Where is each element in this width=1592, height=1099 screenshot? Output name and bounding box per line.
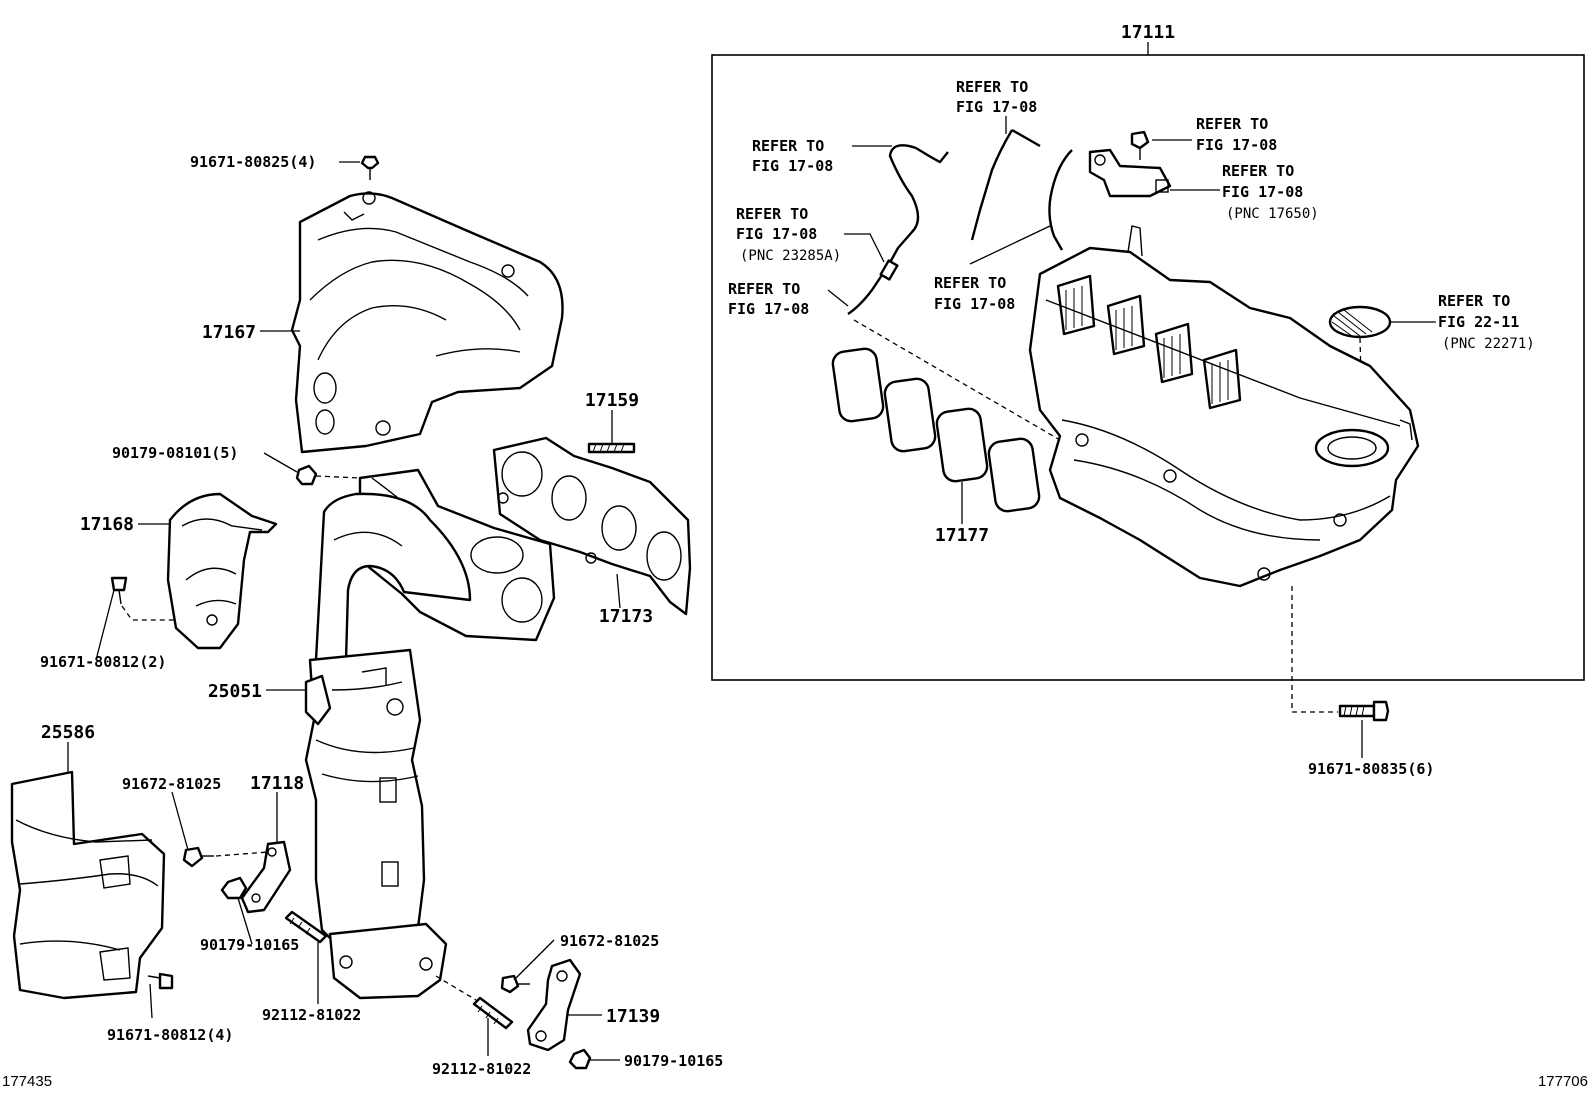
heat-insulator-25586[interactable] xyxy=(10,770,166,1000)
bolt-91671-80835[interactable] xyxy=(1338,700,1390,722)
svg-text:REFER TO: REFER TO xyxy=(934,274,1006,292)
diagram-id-right: 177706 xyxy=(1538,1073,1588,1090)
bolt-91671-80812-4[interactable] xyxy=(147,972,174,990)
svg-text:FIG 17-08: FIG 17-08 xyxy=(956,98,1037,116)
ref-hose-top[interactable]: REFER TO FIG 17-08 xyxy=(956,78,1037,116)
fastener-91672-81025-b[interactable]: 91672-81025 xyxy=(560,932,659,950)
nut-90179-10165-a[interactable] xyxy=(220,876,248,900)
callout-17118[interactable]: 17118 xyxy=(250,773,304,794)
nut-90179-08101[interactable] xyxy=(295,464,318,486)
svg-text:FIG 17-08: FIG 17-08 xyxy=(1222,183,1303,201)
stud-17159[interactable] xyxy=(587,442,636,454)
gasket-17173[interactable] xyxy=(492,436,692,616)
fastener-91671-80812-4[interactable]: 91671-80812(4) xyxy=(107,1026,233,1044)
ref-hose-lower-left[interactable]: REFER TO FIG 17-08 xyxy=(728,280,809,318)
fastener-90179-10165-a[interactable]: 90179-10165 xyxy=(200,936,299,954)
fastener-91671-80825[interactable]: 91671-80825(4) xyxy=(190,153,316,171)
fastener-91671-80812-2[interactable]: 91671-80812(2) xyxy=(40,653,166,671)
bolt-91671-80812-2[interactable] xyxy=(110,576,128,605)
ref-pnc-22271[interactable]: REFER TO FIG 22-11 (PNC 22271) xyxy=(1438,292,1535,352)
svg-text:(PNC 22271): (PNC 22271) xyxy=(1442,336,1535,352)
svg-text:FIG 17-08: FIG 17-08 xyxy=(1196,136,1277,154)
fastener-90179-10165-b[interactable]: 90179-10165 xyxy=(624,1052,723,1070)
svg-text:REFER TO: REFER TO xyxy=(752,137,824,155)
ref-bolt-top[interactable]: REFER TO FIG 17-08 xyxy=(1196,115,1277,154)
fastener-92112-81022-a[interactable]: 92112-81022 xyxy=(262,1006,361,1024)
callout-17159[interactable]: 17159 xyxy=(585,390,639,411)
callout-17177[interactable]: 17177 xyxy=(935,525,989,546)
svg-text:REFER TO: REFER TO xyxy=(736,205,808,223)
svg-text:FIG 17-08: FIG 17-08 xyxy=(728,300,809,318)
callout-17168[interactable]: 17168 xyxy=(80,514,134,535)
svg-text:(PNC 23285A): (PNC 23285A) xyxy=(740,248,841,264)
bolt-91671-80825[interactable] xyxy=(360,155,380,180)
callout-25051[interactable]: 25051 xyxy=(208,681,262,702)
fastener-90179-08101[interactable]: 90179-08101(5) xyxy=(112,444,238,462)
exhaust-manifold-25051[interactable] xyxy=(304,468,556,1000)
callout-17111[interactable]: 17111 xyxy=(1121,22,1175,43)
bolt-91672-81025-b[interactable] xyxy=(500,974,530,994)
hose-middle[interactable] xyxy=(970,128,1073,251)
svg-text:REFER TO: REFER TO xyxy=(1196,115,1268,133)
fastener-91672-81025-a[interactable]: 91672-81025 xyxy=(122,775,221,793)
svg-text:REFER TO: REFER TO xyxy=(728,280,800,298)
stud-92112-81022-b[interactable] xyxy=(472,996,514,1030)
ref-hose-upper-left[interactable]: REFER TO FIG 17-08 xyxy=(752,137,833,175)
svg-text:(PNC 17650): (PNC 17650) xyxy=(1226,206,1319,222)
svg-text:FIG 22-11: FIG 22-11 xyxy=(1438,313,1519,331)
svg-text:FIG 17-08: FIG 17-08 xyxy=(736,225,817,243)
vsv-pnc-17650[interactable] xyxy=(1088,148,1172,198)
callout-17139[interactable]: 17139 xyxy=(606,1006,660,1027)
diagram-id-left: 177435 xyxy=(2,1073,52,1090)
svg-text:FIG 17-08: FIG 17-08 xyxy=(934,295,1015,313)
gasket-ring-pnc-22271[interactable] xyxy=(1328,305,1392,339)
heat-insulator-17167[interactable] xyxy=(290,191,564,454)
bolt-refer-fig-17-08[interactable] xyxy=(1130,130,1150,160)
callout-17167[interactable]: 17167 xyxy=(202,322,256,343)
svg-text:REFER TO: REFER TO xyxy=(1438,292,1510,310)
bracket-17139[interactable] xyxy=(526,958,582,1052)
svg-text:FIG 17-08: FIG 17-08 xyxy=(752,157,833,175)
callout-25586[interactable]: 25586 xyxy=(41,722,95,743)
svg-text:REFER TO: REFER TO xyxy=(956,78,1028,96)
heat-insulator-17168[interactable] xyxy=(166,492,278,650)
stud-92112-81022-a[interactable] xyxy=(284,910,328,944)
nut-90179-10165-b[interactable] xyxy=(568,1048,592,1070)
callout-17173[interactable]: 17173 xyxy=(599,606,653,627)
bracket-17118[interactable] xyxy=(240,840,292,914)
fastener-91671-80835[interactable]: 91671-80835(6) xyxy=(1308,760,1434,778)
bolt-91672-81025-a[interactable] xyxy=(182,846,214,868)
intake-gasket-17177[interactable] xyxy=(831,347,1041,513)
ref-pnc-17650[interactable]: REFER TO FIG 17-08 (PNC 17650) xyxy=(1222,162,1319,222)
fastener-92112-81022-b[interactable]: 92112-81022 xyxy=(432,1060,531,1078)
ref-pnc-23285a[interactable]: REFER TO FIG 17-08 (PNC 23285A) xyxy=(736,205,841,264)
intake-manifold-body[interactable] xyxy=(1028,225,1420,588)
ref-hose-middle[interactable]: REFER TO FIG 17-08 xyxy=(934,274,1015,313)
svg-text:REFER TO: REFER TO xyxy=(1222,162,1294,180)
hose-pnc-23285a[interactable] xyxy=(240,0,949,315)
